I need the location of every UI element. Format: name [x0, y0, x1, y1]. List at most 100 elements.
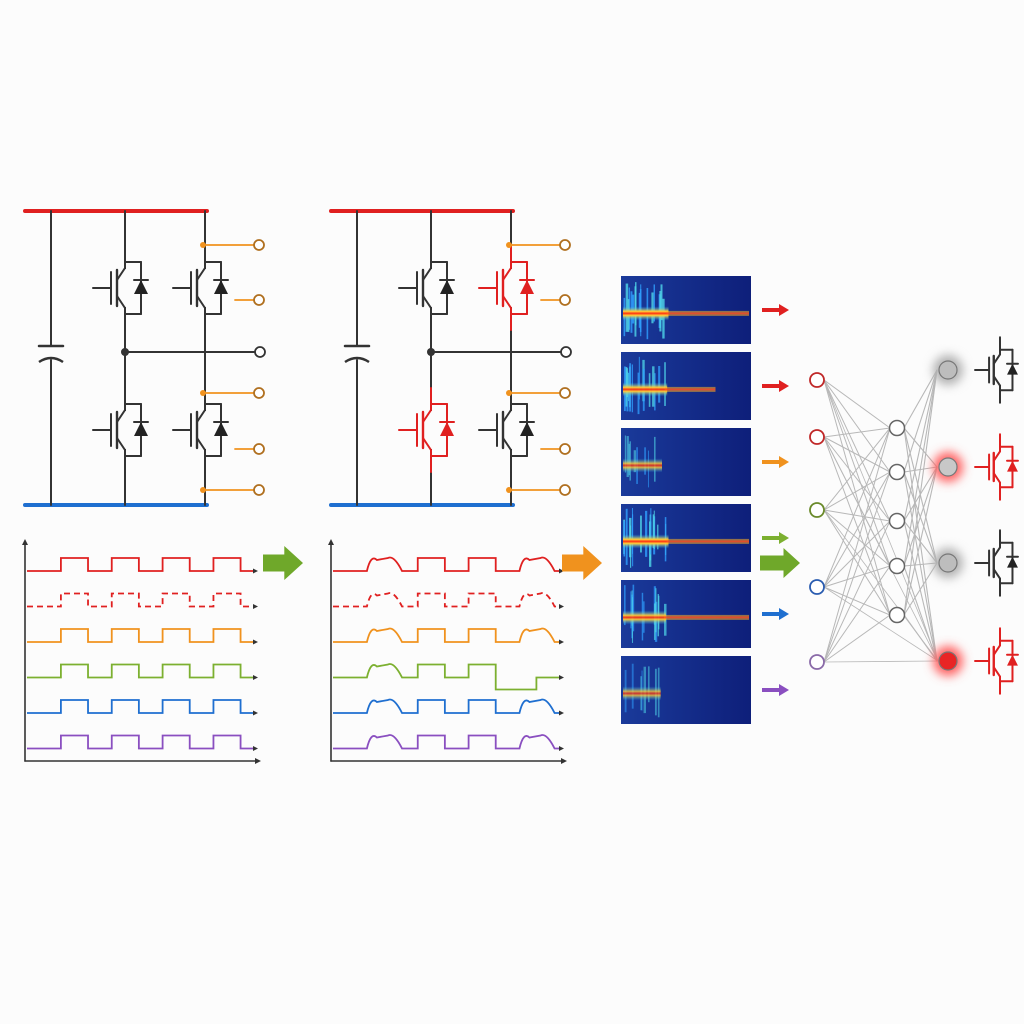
switch-stroke: [992, 546, 1001, 558]
switch-stroke: [196, 437, 206, 451]
switch-stroke: [992, 450, 1001, 462]
wire-gap: [200, 411, 210, 449]
trace-arrowhead: [253, 604, 258, 609]
switch-stroke: [196, 295, 206, 309]
wire-gap: [200, 269, 210, 307]
spectrogram-2: [621, 352, 789, 420]
trace-arrowhead: [253, 746, 258, 751]
gate-junction-dot: [200, 242, 206, 248]
igbt-switch-lower-right: [172, 387, 229, 473]
signal-trace-6: [333, 734, 559, 750]
igbt-switch-upper-right: [478, 245, 535, 331]
diode-triangle: [134, 280, 148, 294]
network-link: [823, 436, 891, 473]
switch-stroke: [116, 267, 126, 281]
hidden-neuron-5: [888, 606, 906, 624]
trace-arrowhead: [559, 675, 564, 680]
input-neuron-3: [809, 502, 825, 518]
switch-stroke: [116, 409, 126, 423]
diode-triangle: [1007, 654, 1018, 666]
healthy-signal-plot: [22, 539, 261, 764]
network-link: [823, 660, 939, 663]
network-link: [823, 379, 891, 522]
x-axis-arrowhead: [255, 758, 261, 764]
network-link: [823, 471, 891, 511]
capacitor-plate: [38, 356, 64, 364]
spectral-hot-band: [623, 534, 669, 549]
gate-junction-dot: [506, 390, 512, 396]
diode-triangle: [214, 422, 228, 436]
signal-trace-3: [333, 627, 559, 643]
network-link: [903, 369, 938, 616]
diode-triangle: [520, 422, 534, 436]
spectral-tail-core: [666, 540, 749, 543]
gate-terminal: [559, 484, 571, 496]
network-link: [823, 379, 891, 616]
hidden-neuron-2: [888, 463, 906, 481]
switch-stroke: [992, 666, 1001, 678]
signal-trace-1: [333, 556, 559, 572]
network-link: [903, 520, 938, 662]
network-link: [823, 379, 891, 473]
hidden-neuron-1: [888, 419, 906, 437]
wire-gap: [506, 411, 516, 449]
network-link: [823, 471, 891, 588]
switch-stroke: [422, 437, 432, 451]
signal-trace-3: [27, 628, 253, 643]
network-link: [823, 614, 891, 663]
network-link: [903, 427, 938, 662]
gate-terminal: [253, 387, 265, 399]
feature-arrow-head: [779, 532, 789, 544]
gate-terminal: [559, 387, 571, 399]
gate-terminal: [559, 239, 571, 251]
igbt-switch-upper-right: [172, 245, 229, 331]
gate-terminal: [253, 294, 265, 306]
gate-junction-dot: [200, 390, 206, 396]
network-link: [903, 369, 938, 567]
network-link: [903, 369, 938, 473]
switch-stroke: [502, 267, 512, 281]
switch-stroke: [502, 295, 512, 309]
junction-dot: [427, 348, 435, 356]
network-link: [903, 565, 938, 662]
x-axis-arrowhead: [561, 758, 567, 764]
gate-junction-dot: [200, 487, 206, 493]
network-link: [823, 427, 891, 511]
network-link: [823, 379, 891, 429]
diode-triangle: [1007, 363, 1018, 375]
signal-trace-6: [27, 734, 253, 750]
switch-stroke: [992, 375, 1001, 387]
stage-arrow-to-network: [760, 548, 800, 578]
network-link: [823, 586, 891, 616]
switch-stroke: [116, 437, 126, 451]
igbt-switch-lower-left: [92, 387, 149, 473]
output-terminal: [254, 346, 266, 358]
output-switch-3: [974, 529, 1019, 597]
network-link: [823, 565, 891, 663]
trace-arrowhead: [253, 639, 258, 645]
signal-trace-5: [333, 698, 559, 714]
output-neuron-4: [938, 651, 958, 671]
hidden-neuron-4: [888, 557, 906, 575]
switch-stroke: [502, 437, 512, 451]
input-neuron-5: [809, 654, 825, 670]
switch-stroke: [992, 644, 1001, 656]
input-neuron-4: [809, 579, 825, 595]
gate-terminal: [559, 443, 571, 455]
switch-stroke: [992, 568, 1001, 580]
diode-triangle: [214, 280, 228, 294]
network-link: [903, 471, 938, 662]
spectral-hot-band: [623, 382, 668, 397]
trace-arrowhead: [253, 710, 258, 716]
igbt-switch-lower-right: [478, 387, 535, 473]
signal-trace-2: [27, 592, 253, 608]
trace-arrowhead: [559, 746, 564, 751]
input-neuron-2: [809, 429, 825, 445]
stage-arrow-to-faulty-signals: [263, 546, 303, 580]
diode-triangle: [134, 422, 148, 436]
output-terminal: [560, 346, 572, 358]
switch-stroke: [992, 472, 1001, 484]
junction-dot: [121, 348, 129, 356]
feature-arrow-head: [779, 380, 789, 392]
network-link: [823, 436, 939, 662]
